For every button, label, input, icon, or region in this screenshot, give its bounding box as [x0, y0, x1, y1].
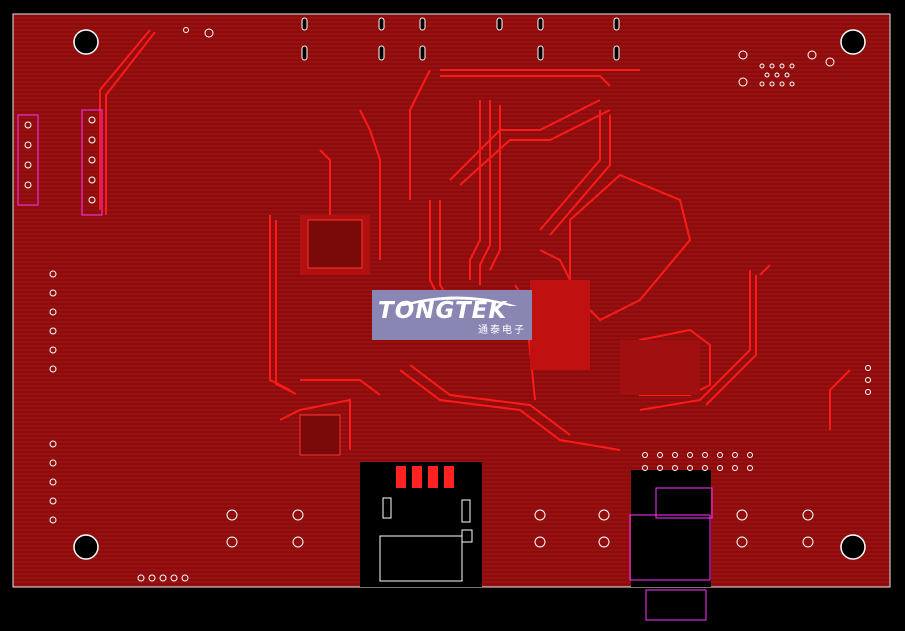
connector-pads-bottom: [137, 452, 814, 582]
test-points-right: [865, 365, 871, 395]
connector-pads-top-right: [183, 27, 835, 87]
logo-subtitle: 通泰电子: [478, 325, 526, 336]
mounting-hole-icon: [73, 29, 99, 55]
sd-card-pads: [396, 466, 454, 488]
company-logo: TONGTEK 通泰电子: [372, 290, 532, 340]
logo-swoosh-icon: [397, 296, 517, 306]
silkscreen: [17, 109, 713, 621]
cutout-usb-area: [631, 470, 711, 587]
mounting-hole-icon: [73, 534, 99, 560]
logo-brand: TONGTEK: [378, 298, 508, 324]
mounting-hole-icon: [840, 534, 866, 560]
mounting-holes: [73, 29, 866, 560]
bga-via-field: [299, 215, 700, 456]
mounting-hole-icon: [840, 29, 866, 55]
sd-card-slot: [379, 497, 473, 582]
slot-holes: [301, 17, 620, 61]
connector-pads-left: [24, 116, 96, 524]
